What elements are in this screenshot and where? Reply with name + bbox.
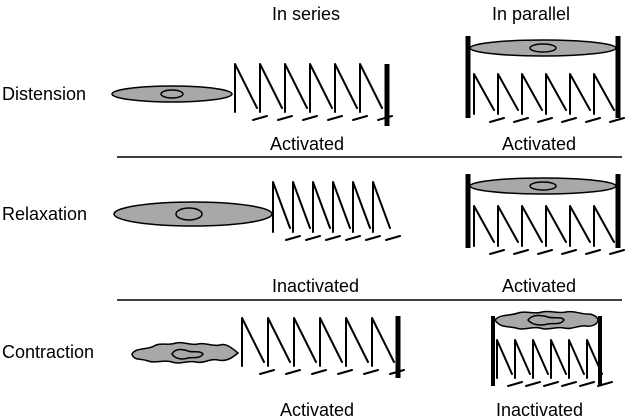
distension-parallel-spring <box>473 73 625 123</box>
relaxation-parallel-spring <box>473 205 625 255</box>
state-label-distension-series: Activated <box>270 134 345 154</box>
state-label-contraction-series: Activated <box>280 400 355 420</box>
distension-series-muscle-cell <box>111 85 233 103</box>
distension-series-spring <box>234 63 393 121</box>
distension-parallel-muscle-cell <box>469 39 617 57</box>
column-header-in-parallel: In parallel <box>492 4 571 24</box>
contraction-series-muscle-cell <box>131 341 240 364</box>
row-label-relaxation: Relaxation <box>2 204 88 224</box>
contraction-parallel-muscle-cell <box>494 310 599 330</box>
column-header-in-series: In series <box>272 4 341 24</box>
relaxation-series-spring <box>272 181 401 241</box>
state-label-distension-parallel: Activated <box>502 134 577 154</box>
row-label-contraction: Contraction <box>2 342 95 362</box>
contraction-parallel-spring <box>496 339 613 387</box>
contraction-series-spring <box>241 317 405 375</box>
relaxation-parallel-muscle-cell <box>469 177 617 195</box>
state-label-contraction-parallel: Inactivated <box>496 400 584 420</box>
relaxation-series-muscle-cell <box>113 201 273 227</box>
row-label-distension: Distension <box>2 84 87 104</box>
state-label-relaxation-series: Inactivated <box>272 276 360 296</box>
state-label-relaxation-parallel: Activated <box>502 276 577 296</box>
